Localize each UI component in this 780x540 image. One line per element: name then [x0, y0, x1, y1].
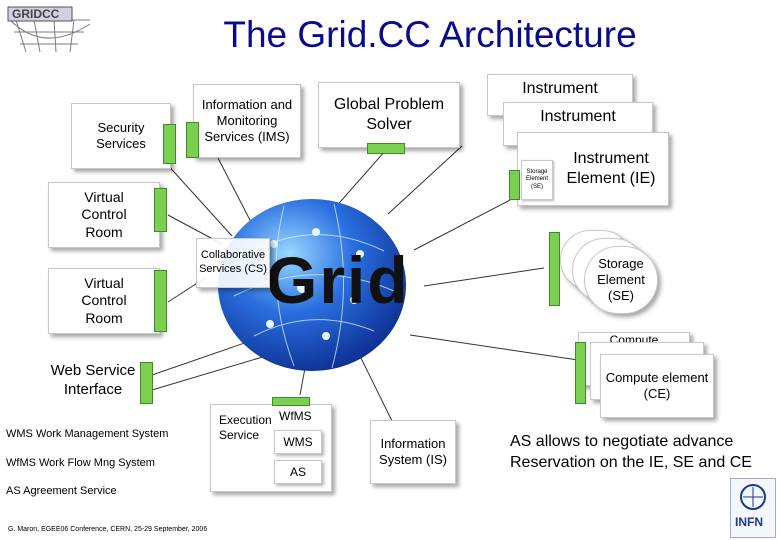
web-service-interface-label: Web Service Interface: [38, 362, 148, 400]
storage-element-box: Storage Element (SE): [584, 246, 658, 314]
reservation-note: AS allows to negotiate advance Reservati…: [510, 432, 772, 474]
ims-label: Information and Monitoring Services (IMS…: [194, 97, 300, 146]
wms-box: WMS: [274, 430, 322, 454]
ims-box: Information and Monitoring Services (IMS…: [193, 84, 301, 158]
instrument-label-back: Instrument: [522, 79, 598, 99]
legend-wfms: WfMS Work Flow Mng System: [6, 457, 155, 469]
collaborative-services-box: Collaborative Services (CS): [196, 238, 270, 288]
security-green-tab: [163, 124, 176, 164]
storage-mini-label: Storage Element (SE): [522, 169, 552, 192]
infn-logo: INFN: [730, 478, 776, 538]
storage-green-tab: [549, 232, 560, 306]
instrument-label-mid: Instrument: [540, 107, 616, 127]
virtual-control-room-box: Virtual Control Room: [48, 182, 160, 248]
footer-credit: G. Maron, EGEE06 Conference, CERN, 25-29…: [8, 526, 207, 533]
wfms-green-tab: [272, 397, 310, 406]
gridcc-logo: GRIDCC: [4, 4, 94, 56]
as-box: AS: [274, 460, 322, 484]
page-title: The Grid.CC Architecture: [190, 14, 670, 56]
global-problem-solver-label: Global Problem Solver: [319, 95, 459, 135]
virtual-control-room-label: Virtual Control Room: [49, 189, 159, 242]
storage-element-label: Storage Element (SE): [585, 256, 657, 305]
information-system-label: Information System (IS): [371, 436, 455, 469]
logo-text: GRIDCC: [12, 7, 59, 21]
connector-line: [424, 268, 544, 286]
execution-service-label: Execution Service: [219, 413, 277, 443]
compute-element-label: Compute element (CE): [601, 370, 713, 403]
vcr-green-tab: [154, 270, 167, 332]
compute-element-box: Compute element (CE): [600, 354, 714, 418]
global-problem-solver-box: Global Problem Solver: [318, 82, 460, 148]
legend-as: AS Agreement Service: [6, 485, 117, 497]
information-system-box: Information System (IS): [370, 420, 456, 484]
virtual-control-room-box: Virtual Control Room: [48, 268, 160, 334]
virtual-control-room-label: Virtual Control Room: [49, 275, 159, 328]
wfms-top-label: WfMS: [279, 409, 312, 424]
legend-wms: WMS Work Management System: [6, 428, 168, 440]
ims-green-tab: [186, 122, 199, 158]
security-services-label: Security Services: [72, 120, 170, 153]
connector-line: [414, 200, 510, 250]
wms-label: WMS: [283, 435, 312, 450]
collaborative-services-label: Collaborative Services (CS): [197, 249, 269, 277]
grid-word: Grid: [266, 242, 410, 318]
gps-green-tab: [367, 143, 405, 154]
infn-logo-text: INFN: [735, 515, 763, 529]
security-services-box: Security Services: [71, 103, 171, 169]
instrument-green-tab: [509, 170, 520, 200]
as-label: AS: [290, 465, 306, 480]
compute-green-tab: [575, 342, 586, 404]
vcr-green-tab: [154, 188, 167, 232]
connector-line: [410, 335, 578, 360]
storage-mini-box: Storage Element (SE): [521, 160, 553, 200]
infn-emblem-icon: [731, 479, 775, 513]
web-service-green-tab: [140, 362, 153, 404]
